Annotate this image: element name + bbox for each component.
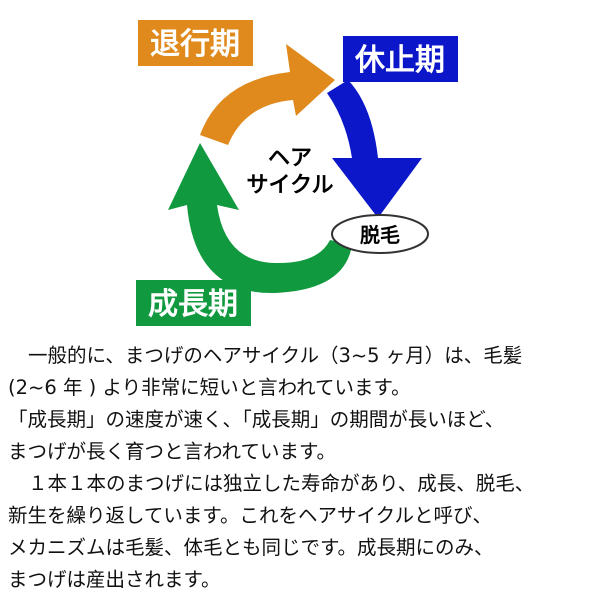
description-line: まつげは産出されます。 xyxy=(8,568,221,591)
description-text: 一般的に、まつげのヘアサイクル（3~5 ヶ月）は、毛髪 (2~6 年 ) より非… xyxy=(8,340,596,596)
description-line: まつげが長く育つと言われています。 xyxy=(8,440,336,463)
telogen-label-box xyxy=(343,36,458,82)
description-line: (2~6 年 ) より非常に短いと言われています。 xyxy=(8,376,411,399)
catagen-label-box xyxy=(138,20,253,66)
description-line: 一般的に、まつげのヘアサイクル（3~5 ヶ月）は、毛髪 xyxy=(28,344,523,367)
center-title-line1: ヘア xyxy=(268,146,312,171)
anagen-arrow xyxy=(168,143,352,294)
description-line: メカニズムは毛髪、体毛とも同じです。成長期にのみ、 xyxy=(8,536,494,559)
telogen-label: 休止期 xyxy=(354,43,445,78)
anagen-label-box xyxy=(136,280,251,326)
hair-cycle-diagram: 退行期 休止期 成長期 ヘア サイクル 脱毛 xyxy=(136,20,458,326)
shedding-label: 脱毛 xyxy=(360,223,400,247)
telogen-arrow xyxy=(327,80,422,218)
description-line: 「成長期」の速度が速く、「成長期」の期間が長いほど、 xyxy=(8,408,505,431)
anagen-label: 成長期 xyxy=(148,287,238,322)
catagen-label: 退行期 xyxy=(150,27,240,62)
catagen-arrow xyxy=(200,44,335,145)
center-title-line2: サイクル xyxy=(247,173,334,198)
description-line: １本１本のまつげには独立した寿命があり、成長、脱毛、 xyxy=(28,472,535,495)
shedding-ellipse xyxy=(331,214,429,254)
description-line: 新生を繰り返しています。これをヘアサイクルと呼び、 xyxy=(8,504,492,527)
